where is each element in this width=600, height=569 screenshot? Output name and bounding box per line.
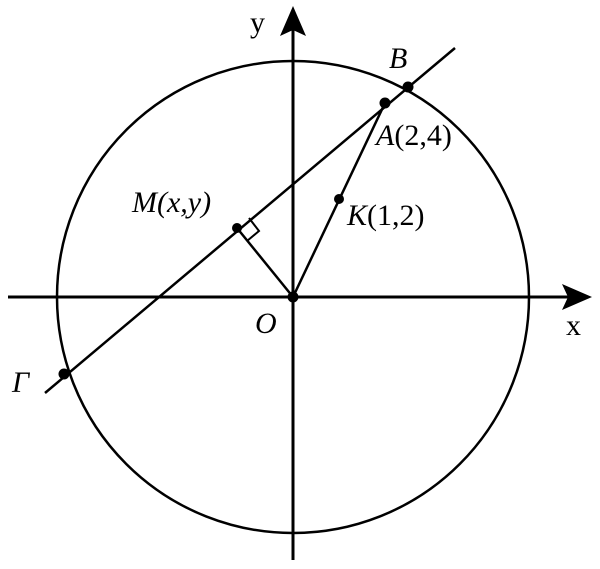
point-A	[379, 97, 391, 109]
label-K-name: K	[346, 199, 369, 232]
label-B: B	[389, 42, 407, 75]
right-angle-mark	[246, 217, 261, 242]
label-gamma: Γ	[11, 366, 31, 399]
point-M	[232, 223, 242, 233]
label-A-coords: (2,4)	[394, 119, 451, 152]
label-M: M(x,y)	[131, 186, 211, 219]
label-A-name: A	[374, 119, 395, 152]
y-axis-label: y	[250, 6, 265, 39]
point-K	[334, 194, 344, 204]
label-M-coords: (x,y)	[157, 186, 211, 219]
label-M-name: M	[131, 186, 159, 219]
point-O	[287, 291, 299, 303]
label-K-coords: (1,2)	[367, 199, 424, 232]
label-A: A(2,4)	[374, 119, 452, 152]
x-axis-label: x	[566, 309, 581, 342]
point-gamma	[58, 368, 70, 380]
y-axis-arrow-icon	[280, 6, 306, 36]
origin-label: O	[255, 307, 277, 340]
segment-OM	[236, 227, 294, 298]
label-K: K(1,2)	[346, 199, 425, 232]
x-axis-arrow-icon	[562, 284, 592, 310]
point-B	[402, 81, 414, 93]
